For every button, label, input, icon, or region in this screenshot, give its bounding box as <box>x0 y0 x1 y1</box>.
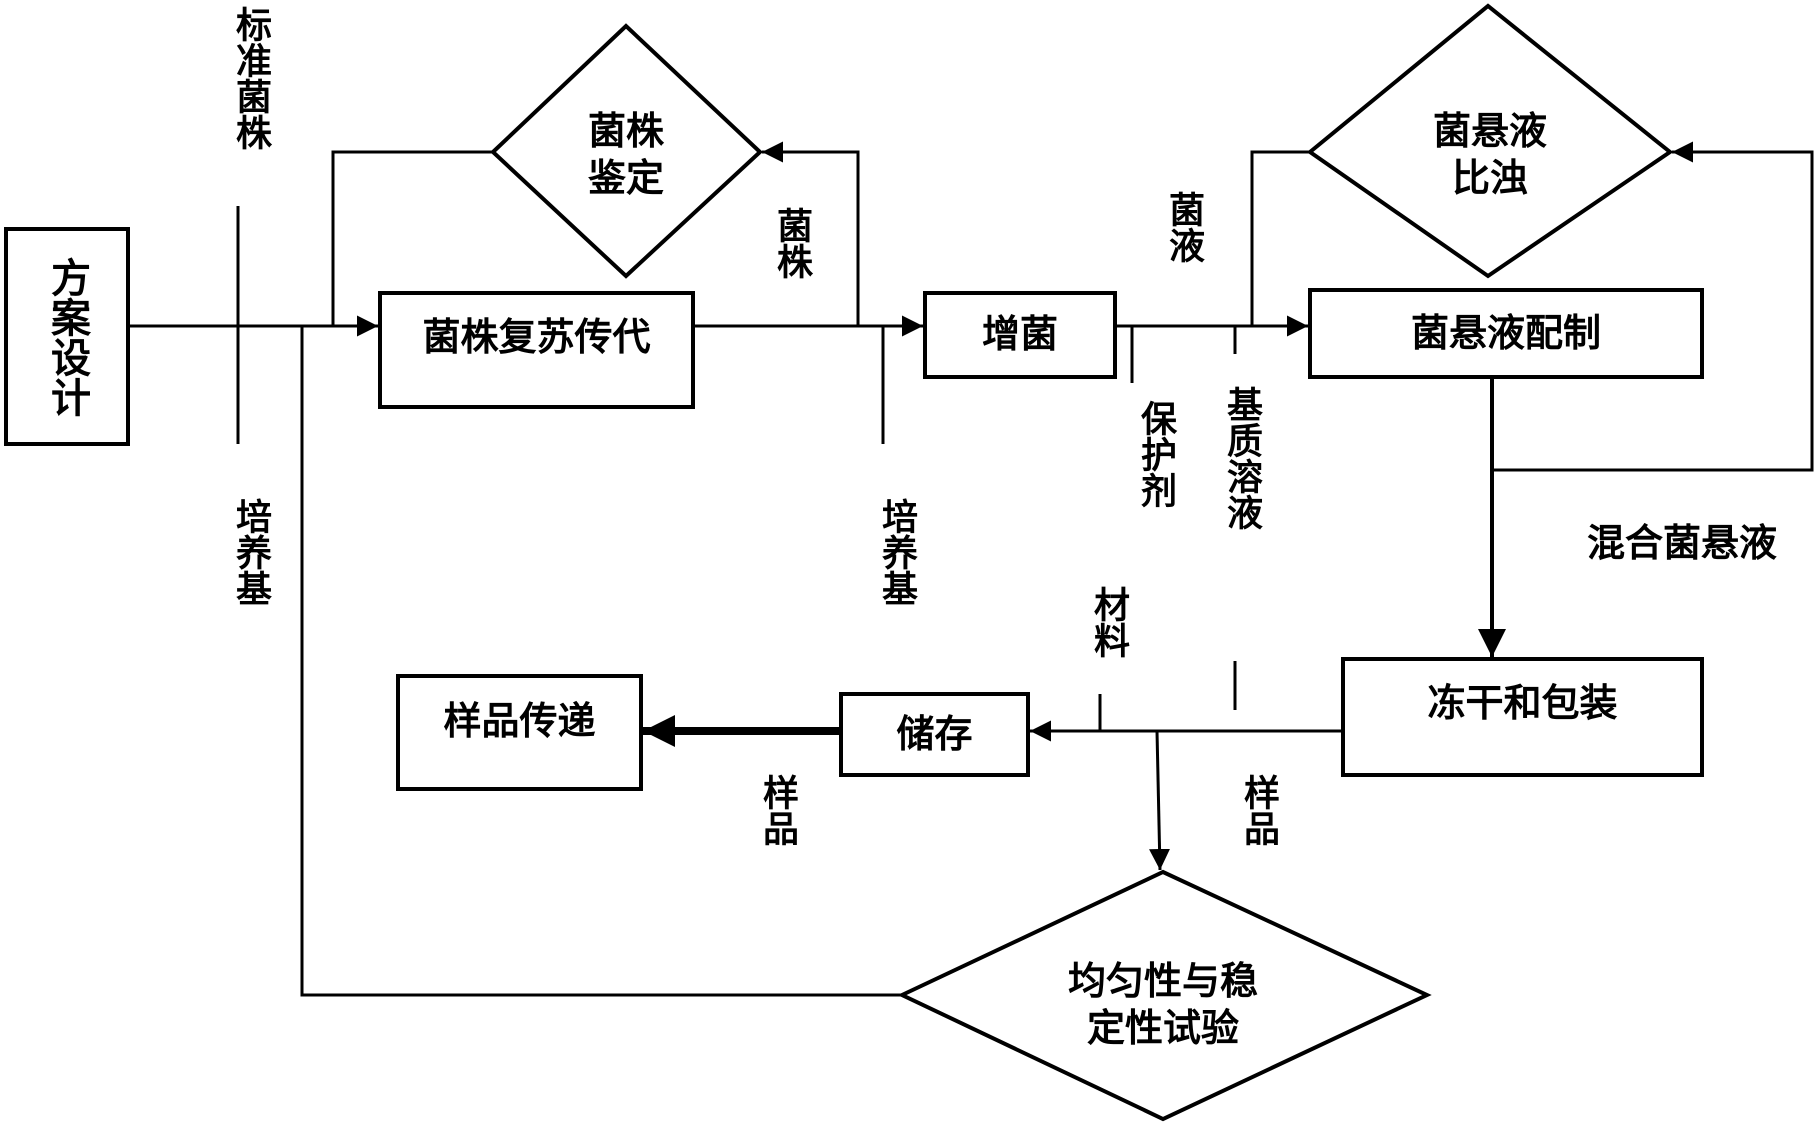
label-material: 材料 <box>1082 586 1134 658</box>
node-revive-label: 菌株复苏传代 <box>422 314 650 362</box>
label-medium-2: 培养基 <box>870 498 922 606</box>
node-enrich[interactable]: 增菌 <box>925 293 1115 377</box>
edge-test-to-main-line <box>302 326 902 995</box>
node-test-label-2: 定性试验 <box>1087 1005 1239 1053</box>
node-revive[interactable]: 菌株复苏传代 <box>380 293 693 383</box>
edge-turbidity-to-suspension <box>1252 152 1310 326</box>
node-design-label: 方案设计 <box>42 257 92 417</box>
node-test-label-1: 均匀性与稳 <box>1068 958 1258 1006</box>
node-suspension-label: 菌悬液配制 <box>1411 310 1601 358</box>
label-standard-strain: 标准菌株 <box>224 6 276 150</box>
label-sample-2: 样品 <box>1232 774 1284 846</box>
node-storage-label: 储存 <box>896 711 972 759</box>
label-protectant: 保护剂 <box>1129 400 1181 508</box>
node-delivery[interactable]: 样品传递 <box>398 676 641 768</box>
node-freeze[interactable]: 冻干和包装 <box>1343 659 1702 749</box>
edge-freeze-to-test <box>1157 731 1160 870</box>
node-identify[interactable]: 菌株 鉴定 <box>540 90 712 220</box>
node-suspension[interactable]: 菌悬液配制 <box>1310 290 1702 377</box>
node-identify-label-1: 菌株 <box>588 108 664 156</box>
node-identify-label-2: 鉴定 <box>588 155 664 203</box>
label-strain: 菌株 <box>765 207 817 279</box>
node-delivery-label: 样品传递 <box>443 698 595 746</box>
label-broth: 菌液 <box>1157 191 1209 263</box>
label-mixed-suspension: 混合菌悬液 <box>1587 512 1777 567</box>
label-medium-1: 培养基 <box>224 498 276 606</box>
label-sample-1: 样品 <box>751 774 803 846</box>
label-matrix-solution: 基质溶液 <box>1215 386 1267 530</box>
node-freeze-label: 冻干和包装 <box>1427 680 1617 728</box>
node-turbidity-label-1: 菌悬液 <box>1433 108 1547 156</box>
node-design[interactable]: 方案设计 <box>6 229 128 444</box>
node-turbidity[interactable]: 菌悬液 比浊 <box>1390 85 1590 225</box>
node-test[interactable]: 均匀性与稳 定性试验 <box>1013 935 1313 1075</box>
node-storage[interactable]: 储存 <box>841 694 1028 775</box>
node-turbidity-label-2: 比浊 <box>1452 155 1528 203</box>
node-enrich-label: 增菌 <box>982 311 1058 359</box>
